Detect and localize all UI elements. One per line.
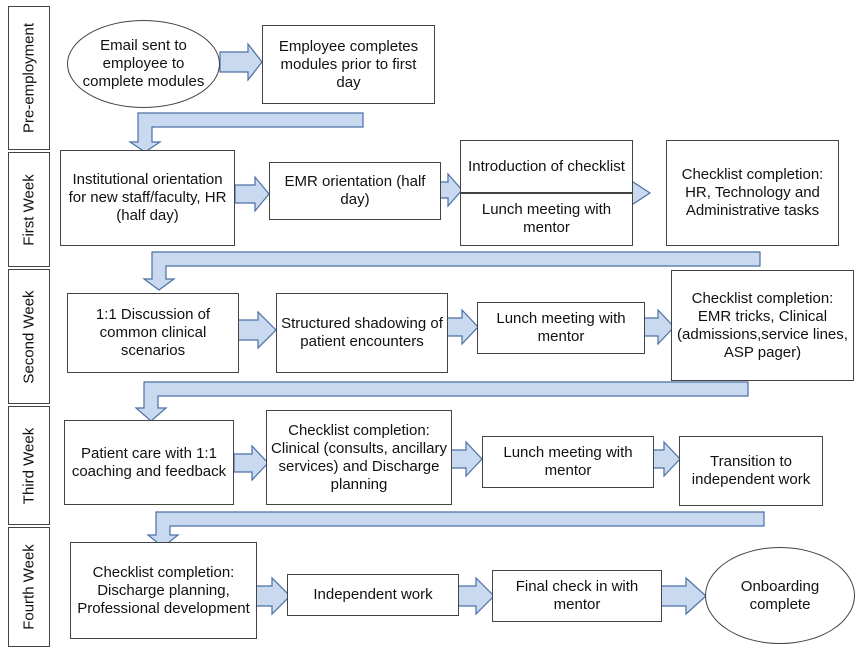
node-complete-modules: Employee completes modules prior to firs…: [262, 25, 435, 104]
node-checklist-discharge-professional: Checklist completion: Discharge planning…: [70, 542, 257, 639]
lunch-mentor-text: Lunch meeting with mentor: [481, 201, 612, 237]
arrow-checklist3-to-lunch: [449, 440, 483, 478]
arrow-shadowing-to-lunch: [446, 308, 479, 346]
arrow-week1-to-week2: [142, 251, 761, 291]
node-patient-care-coaching: Patient care with 1:1 coaching and feedb…: [64, 420, 234, 505]
intro-checklist-text: Introduction of checklist: [468, 157, 625, 175]
arrow-final-to-complete: [659, 576, 707, 616]
arrow-week2-to-week3: [134, 381, 749, 422]
node-emr-orientation: EMR orientation (half day): [269, 162, 441, 220]
node-structured-shadowing: Structured shadowing of patient encounte…: [276, 293, 448, 373]
node-checklist-clinical-discharge: Checklist completion: Clinical (consults…: [266, 410, 452, 505]
lane-label: First Week: [20, 173, 38, 246]
lane-label: Fourth Week: [20, 544, 38, 630]
lane-third-week: Third Week: [8, 406, 50, 525]
arrow-pre-to-week1: [128, 112, 364, 153]
node-lunch-mentor-week3: Lunch meeting with mentor: [482, 436, 654, 488]
lane-label: Third Week: [20, 427, 38, 504]
divider: [461, 192, 632, 194]
lane-label: Second Week: [20, 289, 38, 384]
node-email-sent: Email sent to employee to complete modul…: [67, 20, 220, 108]
arrow-discussion-to-shadowing: [235, 310, 277, 350]
lane-first-week: First Week: [8, 152, 50, 267]
node-lunch-mentor-week2: Lunch meeting with mentor: [477, 302, 645, 354]
lane-fourth-week: Fourth Week: [8, 527, 50, 647]
arrow-week3-to-week4: [146, 511, 765, 548]
arrow-email-to-modules: [219, 42, 263, 82]
node-intro-checklist-lunch: Introduction of checklist Lunch meeting …: [460, 140, 633, 246]
node-independent-work: Independent work: [287, 574, 459, 616]
node-checklist-hr-tech: Checklist completion: HR, Technology and…: [666, 140, 839, 246]
arrow-independent-to-final: [455, 576, 495, 616]
node-checklist-emr-clinical: Checklist completion: EMR tricks, Clinic…: [671, 270, 854, 381]
lane-pre-employment: Pre-employment: [8, 6, 50, 150]
arrow-institutional-to-emr: [234, 175, 270, 213]
lane-second-week: Second Week: [8, 269, 50, 404]
lane-label: Pre-employment: [20, 22, 38, 134]
arrow-patientcare-to-checklist3: [233, 444, 269, 482]
node-final-check-in: Final check in with mentor: [492, 570, 662, 622]
arrow-lunch-to-checklist2: [641, 308, 675, 346]
node-transition-independent: Transition to independent work: [679, 436, 823, 506]
node-institutional-orientation: Institutional orientation for new staff/…: [60, 150, 235, 246]
node-clinical-discussion: 1:1 Discussion of common clinical scenar…: [67, 293, 239, 373]
node-onboarding-complete: Onboarding complete: [705, 547, 855, 644]
